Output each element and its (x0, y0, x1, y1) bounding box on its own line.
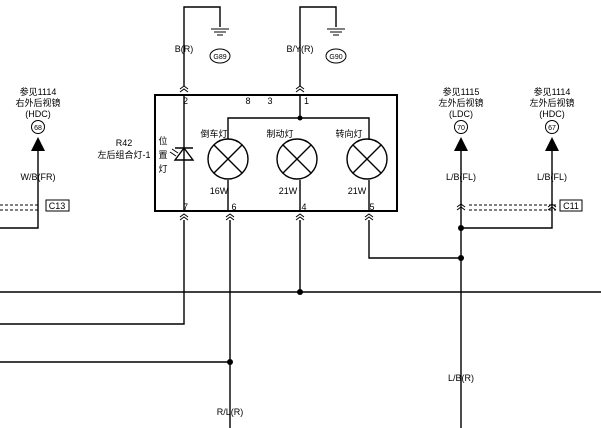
ref-line2: 左外后视镜 (529, 97, 574, 108)
wire-pin7 (0, 220, 185, 325)
ref-line1: 参见1114 (20, 86, 57, 97)
ref-line1: 参见1115 (443, 86, 480, 97)
ref-line2: 左外后视镜 (438, 97, 483, 108)
pin-label: 7 (183, 202, 188, 212)
arrow-up-icon (454, 137, 468, 151)
ref-left-mirror-ldc: 参见1115 左外后视镜 (LDC) 70 L/B(FL) (438, 86, 484, 428)
lamp-watt: 21W (348, 186, 367, 196)
pin-label: 4 (301, 202, 306, 212)
wire-label-l-b-fl: L/B(FL) (537, 172, 567, 182)
wire-label-w-b-fr: W/B(FR) (21, 172, 56, 182)
ref-right-mirror: 参见1114 右外后视镜 (HDC) 68 W/B(FR) C13 (0, 86, 70, 229)
wire-pin5 (368, 220, 461, 259)
ref-line3: (HDC) (25, 109, 51, 119)
ref-left-mirror-hdc: 参见1114 左外后视镜 (HDC) 67 L/B(FL) C11 (461, 86, 583, 229)
junction-dot (297, 115, 303, 121)
wire-label-r-l-r: R/L(R) (217, 407, 244, 417)
ref-line3: (HDC) (539, 109, 565, 119)
pin-label: 1 (304, 96, 309, 106)
wire-label-b-y-r: B/Y(R) (287, 44, 314, 54)
component-ref: R42 (116, 138, 133, 148)
turn-lamp: 转向灯 21W (335, 128, 388, 196)
ground-circuit-g89: B(R) G89 (175, 6, 231, 93)
ref-number-badge (31, 120, 45, 134)
ref-line3: (LDC) (449, 109, 473, 119)
wire-label-l-b-fl: L/B(FL) (446, 172, 476, 182)
position-lamp-char: 灯 (158, 164, 167, 174)
component-box (154, 94, 398, 212)
bulb-icon (207, 138, 249, 180)
ground-badge (325, 48, 347, 64)
lamp-watt: 21W (279, 186, 298, 196)
arrow-up-icon (545, 137, 559, 151)
connector-box (559, 199, 583, 212)
position-lamp-char: 位 (158, 135, 167, 146)
connector-c11: C11 (563, 201, 579, 211)
pin-label: 2 (183, 96, 188, 106)
bulb-icon (276, 138, 318, 180)
ground-symbol-icon (210, 28, 230, 36)
ground-id-g89: G89 (213, 54, 226, 61)
ref-line2: 右外后视镜 (15, 97, 60, 108)
junction-dot (297, 289, 303, 295)
ref-number: 67 (548, 125, 556, 132)
ground-circuit-g90: B/Y(R) G90 (287, 6, 347, 93)
ref-number-badge (545, 120, 559, 134)
lamp-name: 倒车灯 (200, 128, 227, 139)
ref-number-badge (454, 120, 468, 134)
reverse-lamp: 倒车灯 16W (200, 128, 249, 196)
connector-icon (295, 85, 305, 93)
component-name: 左后组合灯-1 (97, 149, 150, 160)
ground-badge (209, 48, 231, 64)
brake-lamp: 制动灯 21W (266, 128, 318, 196)
diode-icon (173, 146, 195, 161)
ref-number: 70 (457, 125, 465, 132)
pin-label: 6 (231, 202, 236, 212)
position-lamp-char: 置 (158, 150, 167, 160)
ground-id-g90: G90 (329, 54, 342, 61)
lamp-watt: 16W (210, 186, 229, 196)
connector-c13: C13 (49, 201, 66, 211)
connector-icon (225, 213, 235, 221)
connector-icon (295, 213, 305, 221)
lamp-name: 制动灯 (266, 128, 293, 139)
ground-symbol-icon (326, 28, 346, 36)
connector-box (45, 199, 70, 212)
ref-line1: 参见1114 (534, 86, 571, 97)
ref-number: 68 (34, 125, 42, 132)
pin-label: 5 (369, 202, 374, 212)
pin-label: 3 (267, 96, 272, 106)
connector-icon (364, 213, 374, 221)
rear-combination-lamp: 2 8 3 1 7 6 4 5 位 置 灯 倒车灯 16W (154, 94, 398, 212)
junction-dot (227, 359, 233, 365)
lamp-name: 转向灯 (335, 128, 362, 139)
pin-label: 8 (245, 96, 250, 106)
connector-icon (179, 213, 189, 221)
bulb-icon (346, 138, 388, 180)
connector-icon (179, 85, 189, 93)
wire-label-b-r: B(R) (175, 44, 194, 54)
arrow-up-icon (31, 137, 45, 151)
